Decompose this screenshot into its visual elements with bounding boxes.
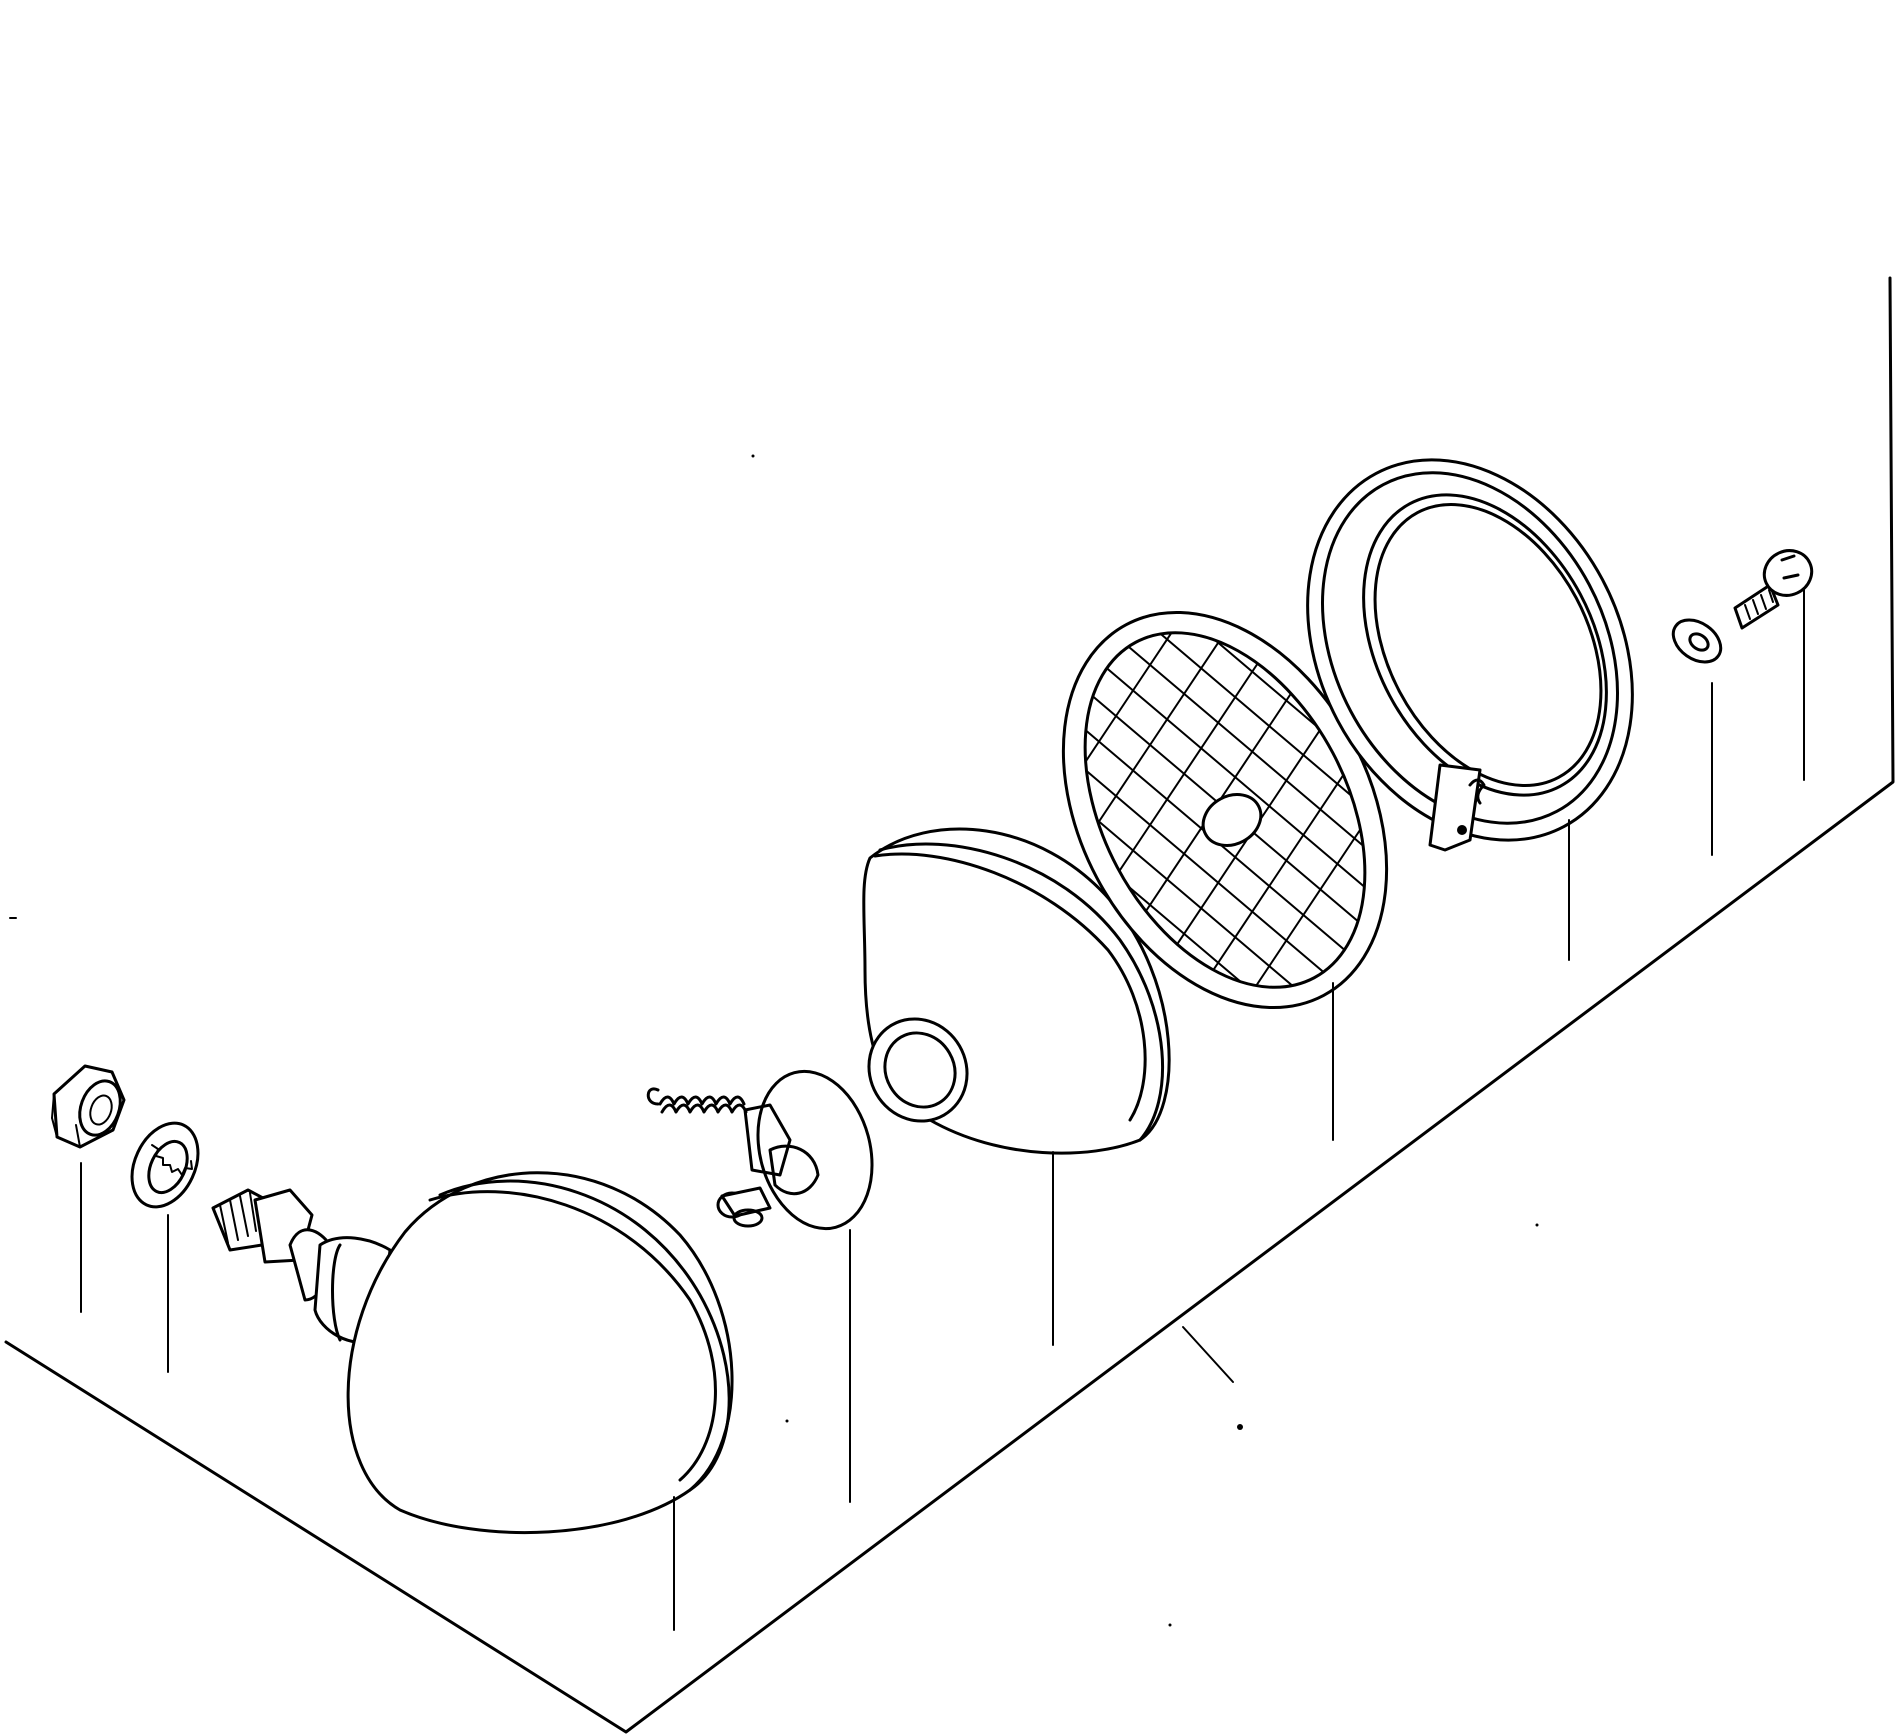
lens-icon <box>1028 584 1422 1036</box>
lamp-housing-icon <box>211 1171 734 1535</box>
screw-icon <box>1733 549 1814 630</box>
lock-washer-icon <box>130 1121 200 1209</box>
flat-washer-icon <box>1671 618 1723 664</box>
leader-lines <box>80 589 1805 1631</box>
leader-line-base <box>1182 1326 1234 1383</box>
reflector-icon <box>862 827 1171 1155</box>
scan-specks <box>9 454 1539 1627</box>
base-tray <box>4 276 1895 1734</box>
bulb-socket-icon <box>646 1069 874 1231</box>
retaining-ring-icon <box>1306 458 1634 852</box>
hex-nut-icon <box>51 1064 126 1149</box>
